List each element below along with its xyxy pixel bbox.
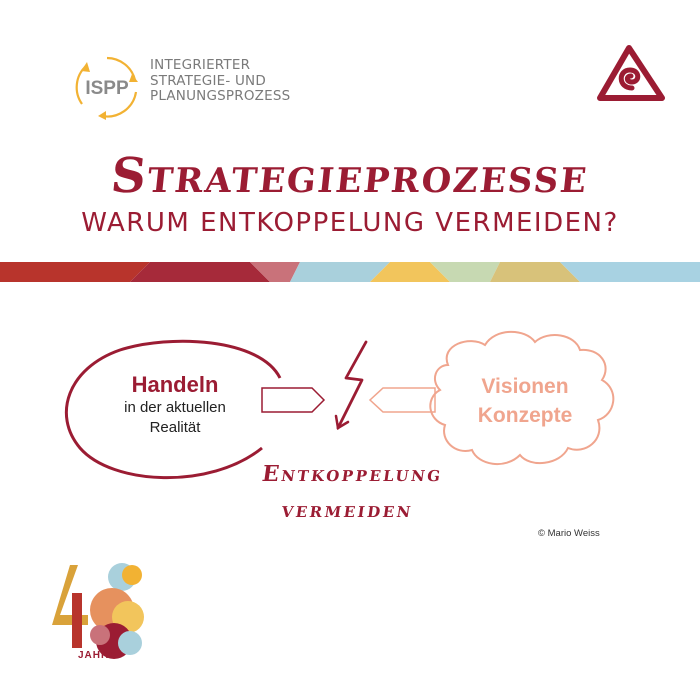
- ispp-logo: ISPP: [75, 56, 138, 120]
- entkoppelung-line: vermeiden: [280, 497, 415, 523]
- page-title: Strategieprozesse: [108, 148, 592, 204]
- ispp-caption-line: STRATEGIE- UND: [150, 72, 266, 89]
- left-arrow: [261, 387, 326, 413]
- entkoppelung-label: Entkoppelung vermeiden: [195, 456, 505, 528]
- visionen-text-block: Visionen Konzepte: [440, 372, 610, 430]
- handeln-line: in der aktuellen: [124, 399, 226, 416]
- lightning-icon: [336, 340, 368, 430]
- page-subtitle: WARUM ENTKOPPELUNG VERMEIDEN?: [81, 208, 619, 238]
- handeln-title: Handeln: [131, 372, 219, 397]
- handeln-line: Realität: [149, 419, 201, 436]
- ispp-caption-line: INTEGRIERTER: [150, 57, 251, 73]
- triangle-spiral-logo: [597, 45, 665, 101]
- anniversary-label: JAHRE: [78, 650, 117, 661]
- anniversary-40-logo: [52, 563, 144, 659]
- ispp-caption-line: PLANUNGSPROZESS: [150, 88, 291, 104]
- right-arrow: [368, 387, 436, 413]
- color-stripe: [0, 262, 700, 282]
- ispp-caption: INTEGRIERTER STRATEGIE- UND PLANUNGSPROZ…: [150, 57, 350, 105]
- handeln-text-block: Handeln in der aktuellen Realität: [80, 372, 270, 438]
- copyright-text: © Mario Weiss: [538, 528, 600, 539]
- ispp-logo-text: ISPP: [85, 78, 129, 99]
- visionen-cloud: [429, 330, 615, 466]
- visionen-line: Konzepte: [477, 404, 573, 427]
- visionen-line: Visionen: [481, 375, 569, 398]
- decoupling-diagram: [64, 330, 615, 480]
- entkoppelung-line: Entkoppelung: [260, 461, 445, 487]
- handeln-ellipse: [64, 339, 282, 480]
